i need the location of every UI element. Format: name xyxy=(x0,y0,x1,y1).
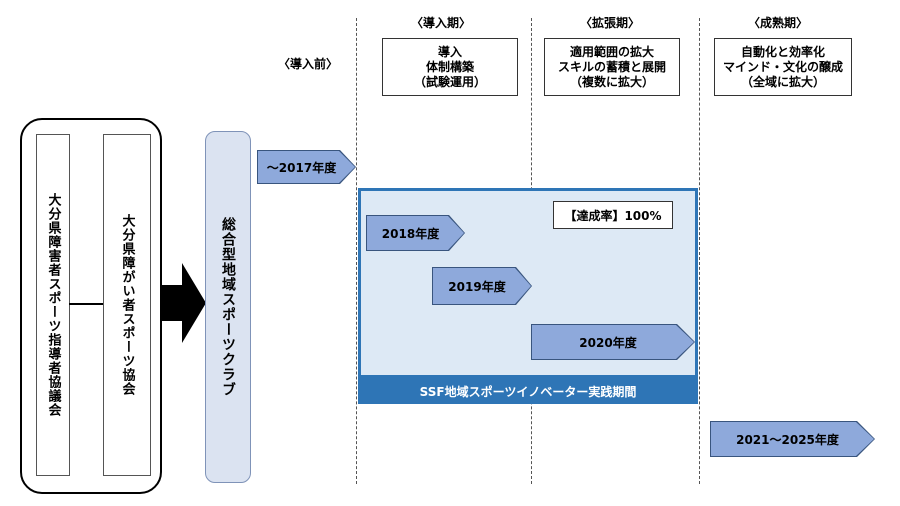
phase-mature-line-3: （全域に拡大） xyxy=(740,74,825,89)
phase-separator-1 xyxy=(356,18,357,484)
arrow-2020-label: 2020年度 xyxy=(579,335,637,350)
arrow-pre-2017: ～2017年度 xyxy=(258,151,355,183)
arrow-2019: 2019年度 xyxy=(433,268,531,304)
achievement-rate-box: 【達成率】100% xyxy=(553,201,673,229)
arrow-2021-2025: 2021～2025年度 xyxy=(711,422,874,456)
club-label: 総合型地域スポーツクラブ xyxy=(220,217,236,397)
phase-mature-line-1: 自動化と効率化 xyxy=(740,44,825,59)
phase-intro-box: 導入 体制構築 （試験運用） xyxy=(382,38,518,96)
org-box-sports-association: 大分県障がい者スポーツ協会 xyxy=(103,134,151,476)
org-box-instructors-council: 大分県障害者スポーツ指導者協議会 xyxy=(36,134,70,476)
org-connector-line xyxy=(69,303,103,305)
phase-intro-line-2: 体制構築 xyxy=(425,59,474,74)
implementation-period-label: SSF地域スポーツイノベーター実践期間 xyxy=(358,378,698,404)
phase-separator-3 xyxy=(699,18,700,484)
phase-expand-line-1: 適用範囲の拡大 xyxy=(569,44,654,59)
phase-mature-label: 〈成熟期〉 xyxy=(747,16,808,30)
phase-mature-box: 自動化と効率化 マインド・文化の醸成 （全域に拡大） xyxy=(714,38,852,96)
arrow-2020: 2020年度 xyxy=(532,325,694,359)
phase-pre-label: 〈導入前〉 xyxy=(277,57,338,71)
phase-intro-label: 〈導入期〉 xyxy=(410,16,471,30)
arrow-2018: 2018年度 xyxy=(367,216,464,250)
club-box: 総合型地域スポーツクラブ xyxy=(205,131,251,483)
phase-mature-line-2: マインド・文化の醸成 xyxy=(722,59,843,74)
phase-intro-line-3: （試験運用） xyxy=(413,74,486,89)
arrow-2019-label: 2019年度 xyxy=(448,279,506,294)
phase-expand-line-3: （複数に拡大） xyxy=(569,74,654,89)
arrow-2018-label: 2018年度 xyxy=(381,226,440,241)
arrow-2021-2025-label: 2021～2025年度 xyxy=(736,432,839,447)
org-instructors-council-label: 大分県障害者スポーツ指導者協議会 xyxy=(45,193,61,417)
phase-expand-label: 〈拡張期〉 xyxy=(579,16,640,30)
block-arrow-right-icon xyxy=(160,263,206,343)
phase-intro-line-1: 導入 xyxy=(437,44,462,59)
phase-expand-line-2: スキルの蓄積と展開 xyxy=(557,59,666,74)
org-sports-association-label: 大分県障がい者スポーツ協会 xyxy=(119,214,135,396)
phase-expand-box: 適用範囲の拡大 スキルの蓄積と展開 （複数に拡大） xyxy=(544,38,680,96)
arrow-pre-2017-label: ～2017年度 xyxy=(266,160,337,175)
